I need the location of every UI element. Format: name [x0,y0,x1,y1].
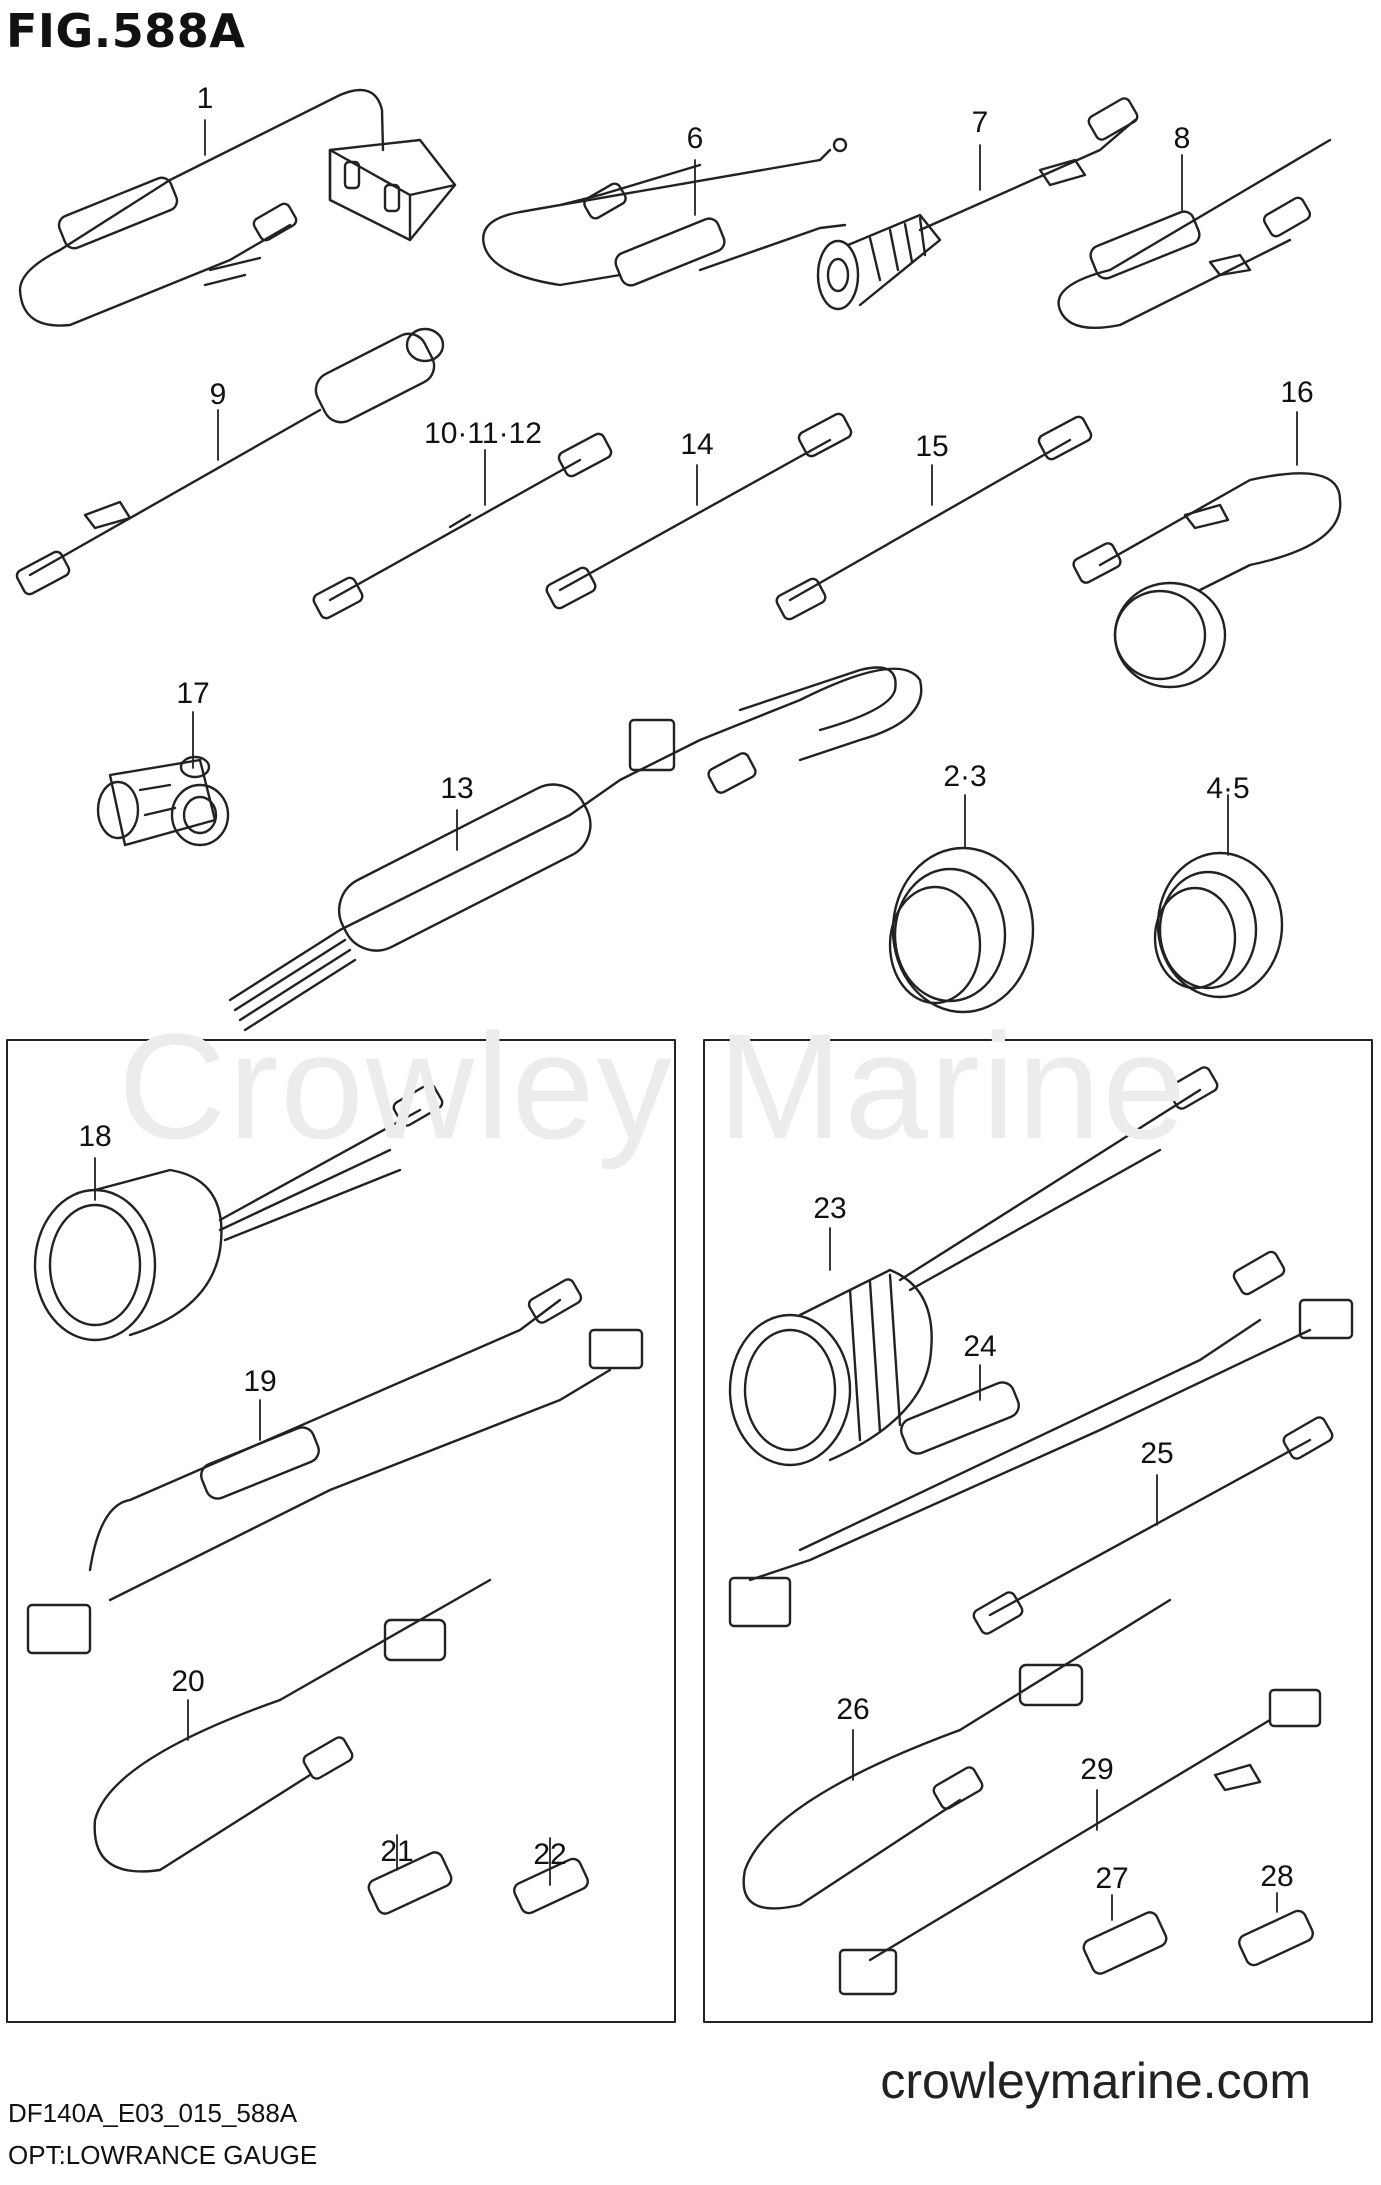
callout-23: 23 [813,1192,847,1225]
callout-22: 22 [533,1838,567,1871]
callout-8: 8 [1173,122,1191,155]
callout-6: 6 [686,122,704,155]
callout-2-3: 2·3 [943,760,987,793]
right-kit-frame [703,1039,1373,2023]
part-25-cable [972,1416,1334,1635]
part-6-cable [482,137,848,287]
callout-29: 29 [1080,1753,1114,1786]
left-kit-frame [6,1039,676,2023]
part-8-cable [1057,138,1332,329]
part-14-cable [545,412,853,610]
callout-27: 27 [1095,1862,1129,1895]
part-7-sensor [816,97,1139,311]
part-21-terminator [367,1851,453,1915]
part-22-terminator [513,1857,589,1915]
callout-20: 20 [171,1665,205,1698]
callout-1: 1 [196,82,214,115]
callout-13: 13 [440,772,474,805]
callout-25: 25 [1140,1437,1174,1470]
model-code: DF140A_E03_015_588A [8,2098,298,2128]
callout-9: 9 [209,378,227,411]
callout-28: 28 [1260,1860,1294,1893]
part-24-harness [728,1250,1354,1628]
part-26-cable [742,1598,1172,1910]
watermark: Crowley Marine [118,1002,1188,1170]
callout-15: 15 [915,430,949,463]
part-16-gauge-cable [1072,472,1342,689]
part-23-gauge [728,1066,1219,1467]
callout-10-11-12: 10·11·12 [424,417,542,450]
option-label: OPT:LOWRANCE GAUGE [8,2140,318,2170]
callout-16: 16 [1280,376,1314,409]
callout-21: 21 [380,1835,414,1868]
figure-title: FIG.588A [6,4,246,58]
callout-14: 14 [680,428,714,461]
part-2-3-bezel-ring [888,846,1035,1014]
callout-18: 18 [78,1120,112,1153]
callout-17: 17 [176,677,210,710]
part-4-5-bezel-ring [1153,851,1284,999]
callout-26: 26 [836,1693,870,1726]
part-1-transducer-cable [18,88,457,327]
callout-7: 7 [971,106,989,139]
callout-19: 19 [243,1365,277,1398]
part-9-sensor-cable [15,327,445,596]
part-28-terminator [1238,1909,1314,1967]
website-link[interactable]: crowleymarine.com [880,2053,1311,2109]
part-15-cable [775,415,1093,621]
part-19-harness [26,1278,644,1655]
callout-24: 24 [963,1330,997,1363]
part-27-terminator [1082,1911,1168,1975]
part-20-cable [93,1578,492,1873]
part-10-11-12-cable [312,432,613,620]
part-17-t-connector [96,755,230,847]
part-29-cable [838,1688,1322,1996]
part-13-harness [228,666,923,1032]
leader-lines [94,119,1298,1921]
callout-4-5: 4·5 [1206,772,1250,805]
